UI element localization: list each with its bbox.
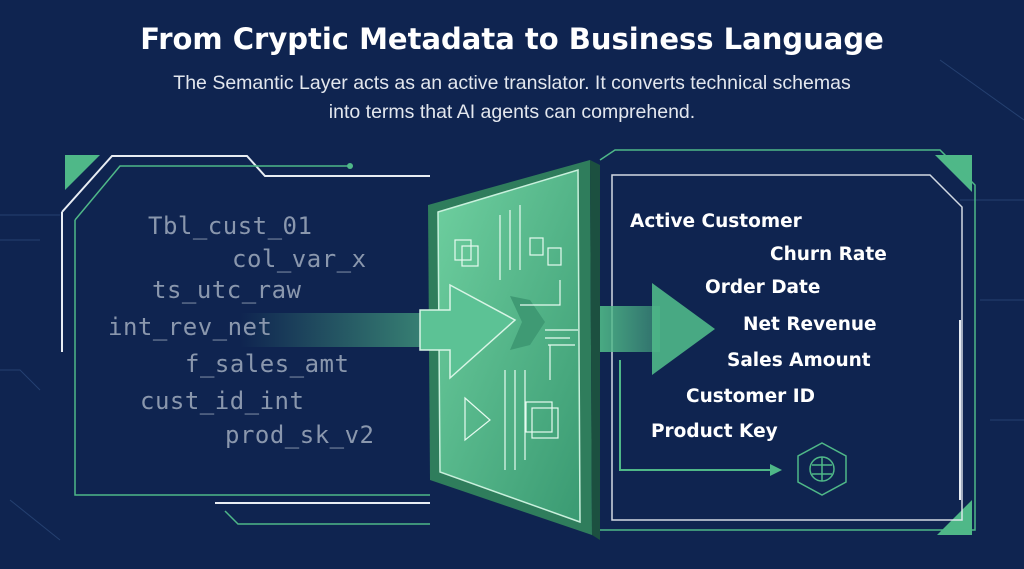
- schema-name: col_var_x: [232, 245, 367, 273]
- business-term: Sales Amount: [727, 350, 871, 371]
- subtitle-line-2: into terms that AI agents can comprehend…: [328, 101, 696, 123]
- ai-brain-icon: [797, 442, 847, 496]
- schema-name: cust_id_int: [140, 387, 305, 415]
- schema-name: f_sales_amt: [185, 350, 350, 378]
- business-term: Order Date: [705, 277, 821, 298]
- business-term: Customer ID: [686, 386, 815, 407]
- semantic-layer-portal: [419, 160, 600, 540]
- page-title: From Cryptic Metadata to Business Langua…: [140, 22, 884, 56]
- schema-name: ts_utc_raw: [152, 276, 302, 304]
- subtitle-line-1: The Semantic Layer acts as an active tra…: [173, 72, 851, 94]
- arrow-right-icon: [600, 283, 715, 375]
- business-term: Product Key: [651, 421, 778, 442]
- left-panel-frame: [61, 155, 430, 525]
- business-term: Churn Rate: [770, 244, 887, 265]
- schema-name: Tbl_cust_01: [148, 212, 313, 240]
- right-panel-frame: [599, 149, 976, 535]
- schema-name: int_rev_net: [108, 313, 273, 341]
- business-term: Net Revenue: [743, 314, 877, 335]
- schema-name: prod_sk_v2: [225, 421, 375, 449]
- business-term: Active Customer: [630, 211, 802, 232]
